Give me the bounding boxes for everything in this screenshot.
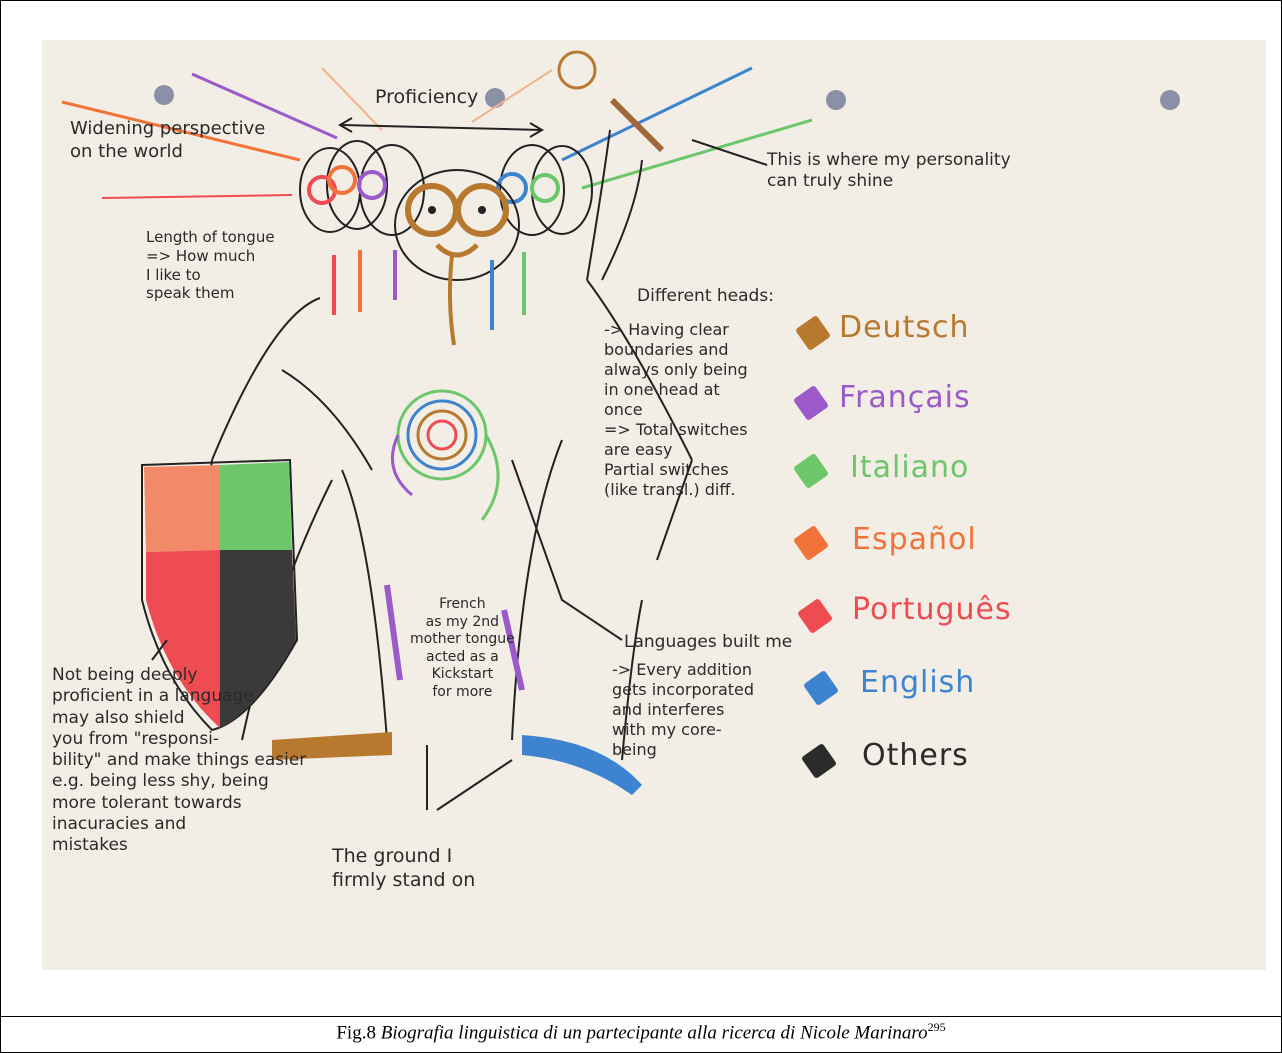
french-kickstart-note: French as my 2nd mother tongue acted as … bbox=[410, 596, 515, 701]
caption-title: Biografia linguistica di un partecipante… bbox=[381, 1022, 928, 1043]
drawing-photo: Proficiency Widening perspective on the … bbox=[42, 40, 1266, 970]
caption-prefix: Fig.8 bbox=[336, 1022, 376, 1043]
legend-label-espanol: Español bbox=[852, 522, 977, 557]
binder-hole bbox=[826, 90, 846, 110]
personality-note: This is where my personality can truly s… bbox=[767, 150, 1011, 193]
proficiency-label: Proficiency bbox=[375, 86, 478, 110]
languages-built-me-note: -> Every addition gets incorporated and … bbox=[612, 660, 754, 760]
caption-footnote-ref: 295 bbox=[928, 1020, 946, 1034]
different-heads-title: Different heads: bbox=[637, 286, 774, 307]
shield-note: Not being deeply proficient in a languag… bbox=[52, 665, 306, 856]
tongue-length-note: Length of tongue => How much I like to s… bbox=[146, 228, 275, 303]
different-heads-note: -> Having clear boundaries and always on… bbox=[604, 320, 748, 500]
binder-hole bbox=[1160, 90, 1180, 110]
widening-perspective-note: Widening perspective on the world bbox=[70, 118, 265, 163]
binder-hole bbox=[485, 88, 505, 108]
legend-label-francais: Français bbox=[839, 380, 971, 415]
ground-note: The ground I firmly stand on bbox=[332, 845, 475, 893]
caption-divider bbox=[0, 1016, 1282, 1017]
legend-label-deutsch: Deutsch bbox=[839, 310, 969, 345]
figure-caption: Fig.8 Biografia linguistica di un partec… bbox=[0, 1020, 1282, 1044]
binder-hole bbox=[154, 85, 174, 105]
legend-label-others: Others bbox=[862, 738, 969, 773]
legend-label-portugues: Português bbox=[852, 592, 1012, 627]
languages-built-me-title: Languages built me bbox=[624, 632, 792, 653]
legend-label-italiano: Italiano bbox=[850, 450, 969, 485]
legend-label-english: English bbox=[860, 665, 975, 700]
